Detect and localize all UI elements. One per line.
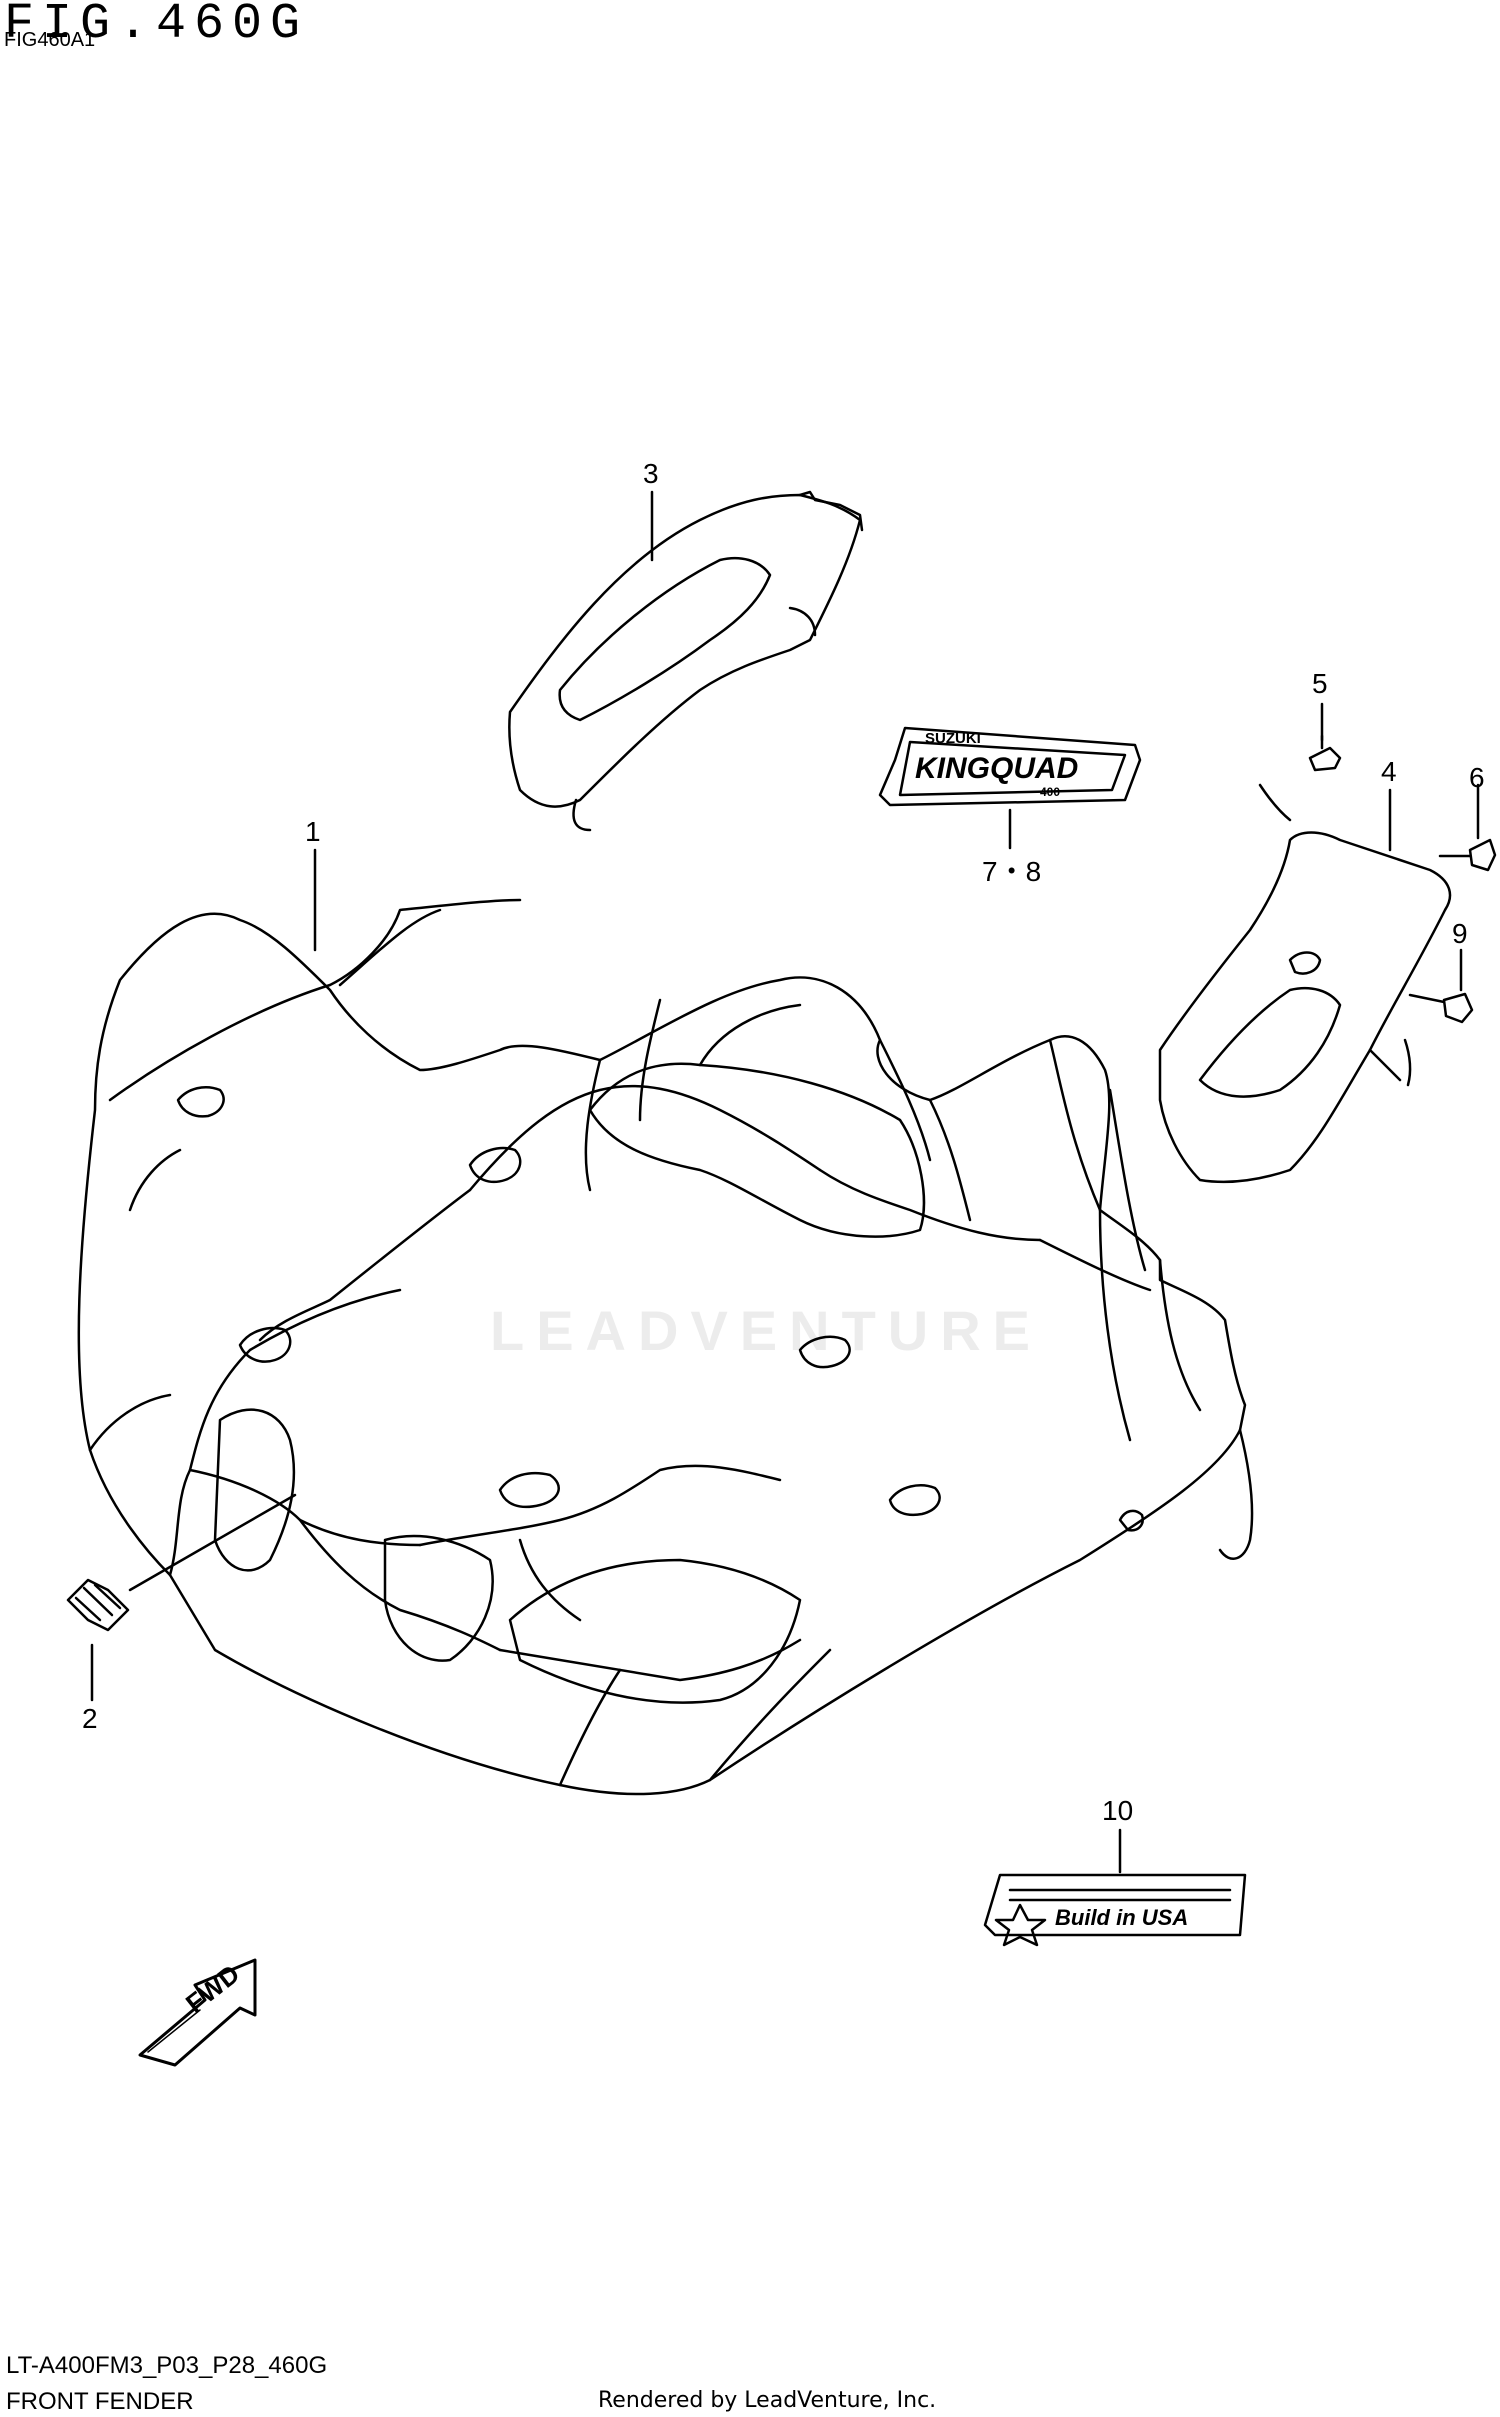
emblem-part [66,1578,130,1632]
figure-subtitle: FIG460A1 [4,29,96,51]
figure-title: FIG.460G [4,0,309,53]
front-fender-part [77,898,1254,1796]
fastener-9-part [1408,992,1474,1024]
fastener-6-part [1438,838,1497,872]
decal-kingquad-text: KINGQUAD [915,752,1079,785]
decal-400-text: 400 [1040,785,1061,799]
callout-4: 4 [1381,756,1397,787]
render-credit: Rendered by LeadVenture, Inc. [598,2388,937,2413]
kingquad-decal-part [878,726,1142,807]
leader-lines [90,490,1480,1874]
callout-9: 9 [1452,918,1468,949]
fwd-arrow [138,1958,257,2067]
callout-6: 6 [1469,762,1485,793]
callout-1: 1 [305,816,321,847]
build-usa-decal-part [983,1873,1247,1947]
decal-suzuki-text: SUZUKI [925,730,981,747]
upper-cover-part [508,490,864,832]
watermark: LEADVENTURE [490,1299,1043,1362]
decal-build-usa-text: Build in USA [1055,1905,1189,1930]
callout-3: 3 [643,458,659,489]
fastener-5-part [1308,734,1342,772]
callout-2: 2 [82,1703,98,1734]
model-code: LT-A400FM3_P03_P28_460G [6,2352,328,2379]
callout-7-8: 7・8 [982,856,1042,887]
callout-5: 5 [1312,668,1328,699]
section-name: FRONT FENDER [6,2388,194,2415]
callout-10: 10 [1102,1795,1134,1826]
side-panel-part [1158,783,1452,1184]
